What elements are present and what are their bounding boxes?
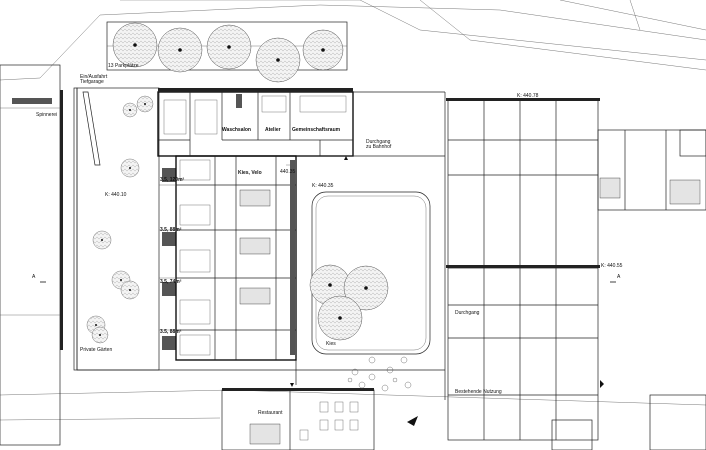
tree-garden-1: [136, 95, 154, 113]
label-unit-2: 3.5, 88m²: [160, 227, 182, 233]
section-markers: [40, 156, 616, 426]
label-level-garden: K: 440.10: [105, 192, 127, 198]
passage-line: [77, 91, 446, 400]
label-level-court2: 440.35: [280, 169, 296, 175]
tree-parking-4: [255, 37, 301, 83]
tree-garden-2: [122, 102, 138, 118]
tree-parking-5: [302, 29, 344, 71]
label-section-a-right: A: [617, 274, 621, 280]
building-far-right: [551, 129, 706, 450]
label-garage: Ein/Ausfahrt Tiefgarage: [80, 74, 108, 85]
label-kies: Kies: [326, 341, 336, 347]
label-private-garden: Private Gärten: [80, 347, 113, 353]
label-parking: 13 Parkplätze: [108, 63, 139, 69]
tree-parking-2: [157, 27, 203, 73]
label-waschsalon: Waschsalon: [222, 127, 251, 133]
building-restaurant: [221, 388, 375, 450]
label-kies-velo: Kies, Velo: [238, 170, 262, 176]
trees: [86, 22, 389, 344]
label-section-a-left: A: [32, 274, 36, 280]
label-atelier: Atelier: [265, 127, 281, 133]
north-arrow-icon: [407, 416, 418, 426]
label-restaurant: Restaurant: [258, 410, 283, 416]
tree-garden-4: [92, 230, 112, 250]
outdoor-seating: [347, 356, 412, 392]
label-level-top: K: 440.78: [517, 93, 539, 99]
tree-parking-3: [206, 24, 252, 70]
label-level-right: K: 440.55: [601, 263, 623, 269]
building-existing-hall: [446, 98, 600, 441]
label-level-court: K: 440.35: [312, 183, 334, 189]
label-unit-1: 3.5, 120m²: [160, 177, 185, 183]
label-unit-4: 3.5, 88m²: [160, 329, 182, 335]
tree-parking-1: [112, 22, 158, 68]
label-durchgang: Durchgang: [455, 310, 480, 316]
label-bestehende: Bestehende Nutzung: [455, 389, 502, 395]
tree-court-1: [309, 264, 351, 306]
tree-garden-6: [120, 280, 140, 300]
label-durchgang-bahnhof: Durchgang zu Bahnhof: [366, 139, 392, 150]
tree-court-3: [317, 295, 363, 341]
label-unit-3: 3.5, 74m²: [160, 279, 182, 285]
label-gemeinschaft: Gemeinschaftsraum: [292, 127, 341, 133]
tree-garden-3: [120, 158, 140, 178]
building-spinnerei: [0, 64, 63, 446]
building-main: [157, 88, 354, 361]
label-spinnerei: Spinnerei: [36, 112, 58, 118]
tree-garden-8: [91, 326, 109, 344]
tree-court-2: [343, 265, 389, 311]
